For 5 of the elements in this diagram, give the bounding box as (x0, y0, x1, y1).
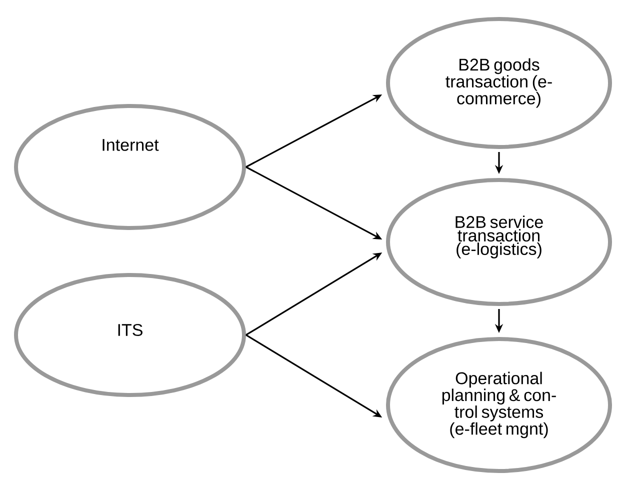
ellipse-node: B2B goods transaction (e-commerce) (386, 17, 612, 149)
ellipse-node: Operational planning & con- trol systems (e-fleet mgnt) (386, 337, 612, 473)
ellipse-node: Internet (14, 104, 246, 230)
ellipse-node: ITS (14, 273, 246, 397)
ellipse-node: B2B service transaction (e-logistics) (386, 178, 612, 306)
